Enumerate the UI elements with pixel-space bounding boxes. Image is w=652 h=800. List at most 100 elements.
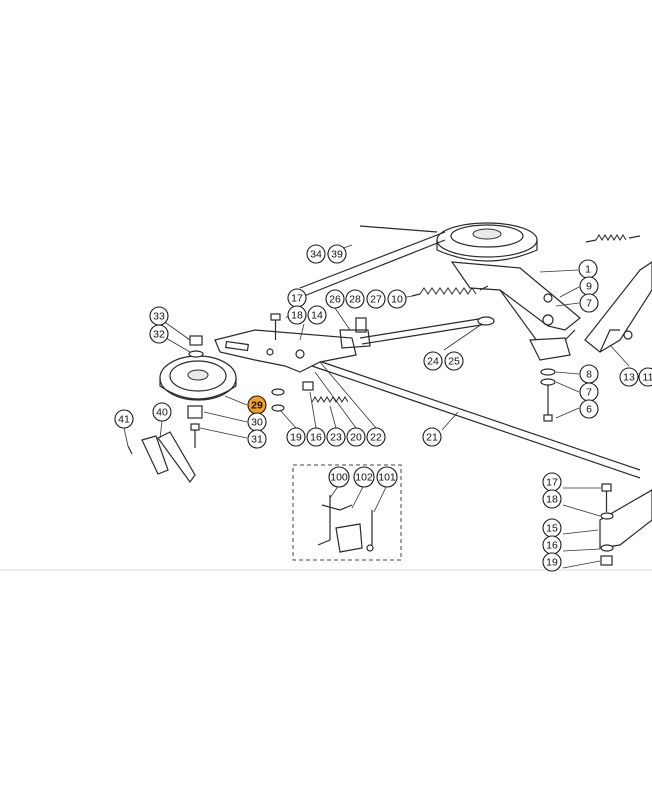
callout-40[interactable]: 40 bbox=[152, 402, 172, 422]
callout-number: 9 bbox=[586, 281, 592, 293]
callout-circle bbox=[376, 466, 398, 488]
callout-8[interactable]: 8 bbox=[579, 364, 599, 384]
callout-circle bbox=[542, 489, 562, 509]
callout-circle bbox=[423, 351, 443, 371]
callout-circle bbox=[422, 427, 442, 447]
callout-number: 40 bbox=[156, 407, 168, 419]
callout-circle bbox=[444, 351, 464, 371]
callout-number: 1 bbox=[585, 264, 591, 276]
callout-circle bbox=[328, 466, 350, 488]
callout-number: 29 bbox=[251, 400, 263, 412]
callout-circle bbox=[306, 427, 326, 447]
callout-27[interactable]: 27 bbox=[366, 289, 386, 309]
callout-7a[interactable]: 7 bbox=[579, 293, 599, 313]
callout-39[interactable]: 39 bbox=[327, 244, 347, 264]
callout-circle bbox=[346, 427, 366, 447]
callout-100[interactable]: 100 bbox=[328, 466, 350, 488]
callout-13[interactable]: 13 bbox=[619, 367, 639, 387]
callout-circle bbox=[387, 289, 407, 309]
callout-number: 39 bbox=[331, 249, 343, 261]
callout-28[interactable]: 28 bbox=[345, 289, 365, 309]
callout-number: 33 bbox=[153, 311, 165, 323]
callout-32[interactable]: 32 bbox=[149, 324, 169, 344]
callout-circle bbox=[326, 427, 346, 447]
callout-9[interactable]: 9 bbox=[579, 276, 599, 296]
callout-number: 32 bbox=[153, 329, 165, 341]
callout-16b[interactable]: 16 bbox=[542, 535, 562, 555]
callout-number: 28 bbox=[349, 294, 361, 306]
callout-circle bbox=[327, 244, 347, 264]
callout-number: 16 bbox=[546, 540, 558, 552]
callout-number: 15 bbox=[546, 523, 558, 535]
callout-circle bbox=[638, 367, 652, 387]
callout-circle bbox=[366, 289, 386, 309]
callout-6[interactable]: 6 bbox=[579, 399, 599, 419]
callout-41[interactable]: 41 bbox=[114, 409, 134, 429]
callout-number: 7 bbox=[586, 298, 592, 310]
callout-number: 18 bbox=[291, 310, 303, 322]
callout-15[interactable]: 15 bbox=[542, 518, 562, 538]
callout-29[interactable]: 29 bbox=[247, 395, 267, 415]
callout-19b[interactable]: 19 bbox=[542, 552, 562, 572]
callout-19a[interactable]: 19 bbox=[286, 427, 306, 447]
callout-17b[interactable]: 17 bbox=[542, 472, 562, 492]
callout-number: 34 bbox=[310, 249, 322, 261]
callout-number: 20 bbox=[350, 432, 362, 444]
callout-18b[interactable]: 18 bbox=[542, 489, 562, 509]
callout-circle bbox=[366, 427, 386, 447]
callout-number: 19 bbox=[290, 432, 302, 444]
callout-number: 14 bbox=[311, 310, 323, 322]
callout-circle bbox=[619, 367, 639, 387]
callout-number: 18 bbox=[546, 494, 558, 506]
callout-circle bbox=[542, 552, 562, 572]
callout-number: 101 bbox=[378, 472, 396, 484]
callout-circle bbox=[307, 305, 327, 325]
callout-1[interactable]: 1 bbox=[578, 259, 598, 279]
callout-circle bbox=[287, 305, 307, 325]
callout-number: 16 bbox=[310, 432, 322, 444]
callout-circle bbox=[325, 289, 345, 309]
callout-20[interactable]: 20 bbox=[346, 427, 366, 447]
callout-7b[interactable]: 7 bbox=[579, 382, 599, 402]
callout-number: 100 bbox=[330, 472, 348, 484]
callout-101[interactable]: 101 bbox=[376, 466, 398, 488]
callout-16a[interactable]: 16 bbox=[306, 427, 326, 447]
callout-102[interactable]: 102 bbox=[353, 466, 375, 488]
callout-26[interactable]: 26 bbox=[325, 289, 345, 309]
callout-circle bbox=[306, 244, 326, 264]
callout-circle bbox=[247, 429, 267, 449]
callout-number: 17 bbox=[546, 477, 558, 489]
callout-10[interactable]: 10 bbox=[387, 289, 407, 309]
callout-circle bbox=[353, 466, 375, 488]
callout-33[interactable]: 33 bbox=[149, 306, 169, 326]
callout-number: 31 bbox=[251, 434, 263, 446]
callout-21[interactable]: 21 bbox=[422, 427, 442, 447]
callout-number: 11 bbox=[643, 372, 652, 384]
callout-number: 41 bbox=[118, 414, 130, 426]
callout-31[interactable]: 31 bbox=[247, 429, 267, 449]
callout-17a[interactable]: 17 bbox=[287, 288, 307, 308]
callout-circle bbox=[345, 289, 365, 309]
callout-23[interactable]: 23 bbox=[326, 427, 346, 447]
callout-number: 25 bbox=[448, 356, 460, 368]
callout-number: 21 bbox=[426, 432, 438, 444]
callout-circle bbox=[152, 402, 172, 422]
callout-25[interactable]: 25 bbox=[444, 351, 464, 371]
callout-34[interactable]: 34 bbox=[306, 244, 326, 264]
callout-18a[interactable]: 18 bbox=[287, 305, 307, 325]
callout-14[interactable]: 14 bbox=[307, 305, 327, 325]
callout-22[interactable]: 22 bbox=[366, 427, 386, 447]
callout-number: 24 bbox=[427, 356, 439, 368]
callout-number: 23 bbox=[330, 432, 342, 444]
callout-number: 30 bbox=[251, 417, 263, 429]
callout-number: 26 bbox=[329, 294, 341, 306]
callout-circle bbox=[286, 427, 306, 447]
callout-number: 13 bbox=[623, 372, 635, 384]
callout-30[interactable]: 30 bbox=[247, 412, 267, 432]
callout-number: 7 bbox=[586, 387, 592, 399]
diagram-linework bbox=[0, 222, 652, 571]
callout-24[interactable]: 24 bbox=[423, 351, 443, 371]
callout-11[interactable]: 11 bbox=[638, 367, 652, 387]
